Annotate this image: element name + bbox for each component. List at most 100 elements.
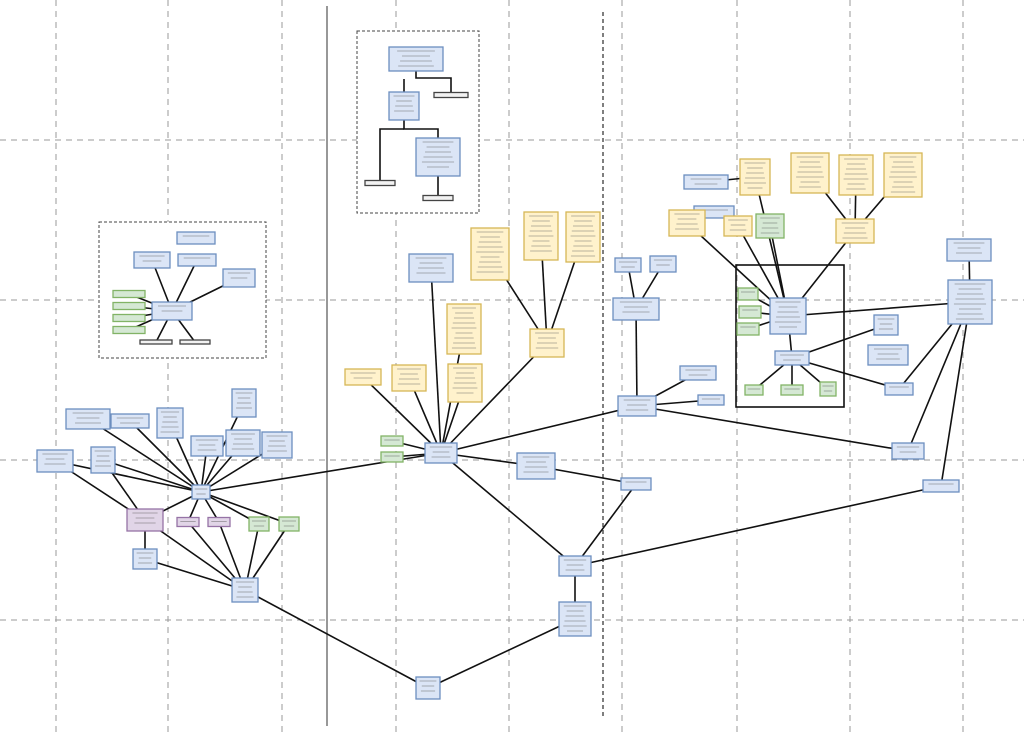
diagram-node [151,301,193,321]
node-box [380,435,404,447]
diagram-node [447,363,483,403]
diagram-node [523,211,559,261]
node-box [620,477,652,491]
node-box [126,508,164,532]
node-box [133,251,171,269]
diagram-node [388,91,420,121]
node-box [433,91,469,99]
node-box [112,313,146,323]
node-box [649,255,677,273]
diagram-node [231,388,257,418]
node-box [65,408,111,430]
section-dividers [326,6,604,726]
node-box [697,394,725,406]
node-box [838,154,874,196]
node-box [683,174,729,190]
nodes [36,46,993,700]
node-box [737,287,759,301]
diagram-node [207,516,231,528]
node-box [380,451,404,463]
node-box [207,516,231,528]
edge-line [787,301,971,317]
node-box [738,305,762,319]
diagram-node [415,676,441,700]
node-box [612,297,660,321]
node-box [139,339,173,345]
node-box [780,384,804,396]
diagram-node [755,213,785,239]
diagram-node [278,516,300,532]
edge-line [102,459,202,493]
diagram-node [231,577,259,603]
legend-connector [403,120,439,138]
diagram-node [132,548,158,570]
edge-line [129,420,202,493]
diagram-node [668,209,706,237]
diagram-node [177,253,217,267]
node-box [177,253,217,267]
diagram-node [838,154,874,196]
diagram-node [391,364,427,392]
diagram-node [738,305,762,319]
diagram-node [617,395,657,417]
diagram-node [723,215,753,237]
node-box [946,238,992,262]
diagram-node [424,442,458,464]
edge-line [754,176,789,317]
diagram-node [614,257,642,273]
diagram-node [780,384,804,396]
node-box [565,211,601,263]
node-box [769,297,807,335]
edge-line [430,267,442,454]
node-box [739,158,771,196]
node-box [191,484,211,500]
diagram-node [112,301,146,311]
diagram-node [891,442,925,460]
diagram-node [558,601,592,637]
node-box [415,676,441,700]
node-box [891,442,925,460]
node-box [344,368,382,386]
diagram-node [380,451,404,463]
node-box [736,322,760,336]
diagram-node [620,477,652,491]
edge-line [635,308,638,407]
node-box [614,257,642,273]
diagram-node [110,413,150,429]
edge-line [440,452,576,567]
edge-line [200,491,290,525]
diagram-node [558,555,592,577]
diagram-node [947,279,993,325]
edge-line [244,589,429,689]
edge-line [87,418,202,493]
edge-line [440,405,638,454]
diagram-node [649,255,677,273]
diagram-node [433,91,469,99]
node-box [744,384,764,396]
diagram-node [190,435,224,457]
diagram-node [126,508,164,532]
edge-line [574,483,637,567]
diagram-node [112,325,146,335]
diagram-node [470,227,510,281]
diagram-node [683,174,729,190]
diagram-node [446,303,482,355]
node-box [112,301,146,311]
node-box [679,365,717,381]
diagram-node [176,516,200,528]
node-box [112,289,146,299]
edge-line [362,376,442,454]
diagram-node [774,350,810,366]
diagram-node [737,287,759,301]
edge-line [440,342,548,454]
node-box [176,516,200,528]
diagram-node [65,408,111,430]
diagram-node [790,152,830,194]
node-box [790,152,830,194]
node-box [446,303,482,355]
diagram-node [565,211,601,263]
diagram-node [736,322,760,336]
diagram-node [36,449,74,473]
